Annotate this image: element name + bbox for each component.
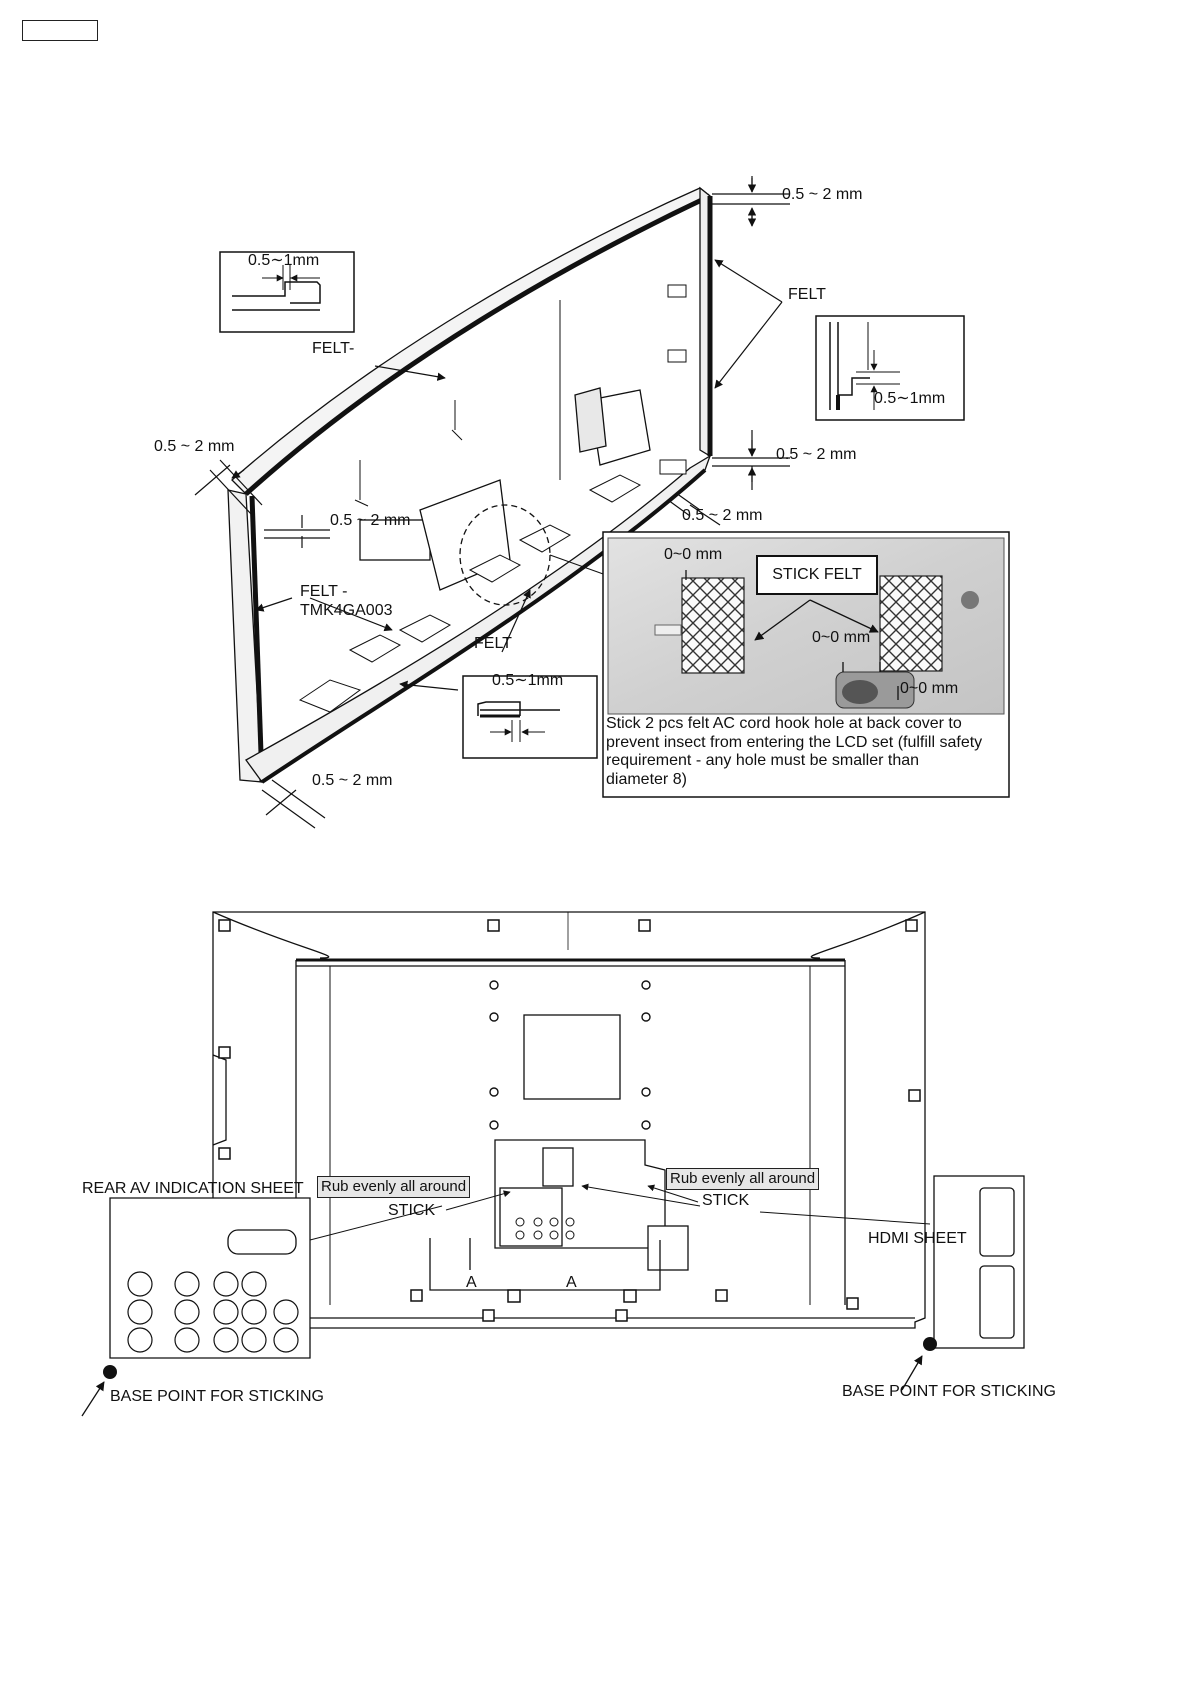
photo-gap-bottom: 0~0 mm	[900, 680, 959, 697]
rub-label-left: Rub evenly all around	[317, 1176, 471, 1198]
felt-pad-right	[879, 575, 943, 672]
rear-cover-view	[81, 911, 1025, 1417]
stick-felt-label: STICK FELT	[756, 555, 878, 595]
gap-label-right-mid: 0.5 ~ 2 mm	[776, 446, 857, 463]
page-number-box	[22, 20, 98, 41]
felt-label-right: FELT	[788, 286, 826, 303]
felt-pad-left	[681, 577, 745, 674]
felt-label-top: FELT-	[312, 340, 355, 357]
dimension-markers	[194, 176, 790, 829]
stick-label-right: STICK	[702, 1192, 750, 1209]
detail-label-bottom: 0.5∼1mm	[492, 672, 564, 689]
note-line: requirement - any hole must be smaller t…	[606, 752, 920, 769]
gap-label-left: 0.5 ~ 2 mm	[154, 438, 235, 455]
felt-label-left: FELT -	[300, 583, 348, 600]
marker-a-left: A	[466, 1274, 477, 1291]
base-point-left: BASE POINT FOR STICKING	[110, 1388, 324, 1405]
rear-av-sheet-outline	[109, 1197, 311, 1359]
photo-gap-left: 0~0 mm	[664, 546, 723, 563]
front-frame-isometric	[227, 186, 713, 784]
detail-box-bottom	[462, 675, 598, 759]
rear-av-sheet-label: REAR AV INDICATION SHEET	[82, 1180, 304, 1197]
gap-label-bottom: 0.5 ~ 2 mm	[312, 772, 393, 789]
gap-label-top-right: 0.5 ~ 2 mm	[782, 186, 863, 203]
base-point-right: BASE POINT FOR STICKING	[842, 1383, 1056, 1400]
note-line: prevent insect from entering the LCD set…	[606, 733, 983, 751]
marker-a-right: A	[566, 1274, 577, 1291]
rub-label-right: Rub evenly all around	[666, 1168, 820, 1190]
note-line: Stick 2 pcs felt AC cord hook hole at ba…	[606, 715, 962, 732]
gap-label-bottom-right: 0.5 ~ 2 mm	[682, 507, 763, 524]
felt-part-number: TMK4GA003	[300, 602, 393, 619]
photo-gap-mid: 0~0 mm	[812, 629, 871, 646]
hdmi-sheet-label: HDMI SHEET	[868, 1230, 967, 1247]
hdmi-sheet-outline	[933, 1175, 1025, 1349]
detail-label-right: 0.5∼1mm	[874, 390, 946, 407]
photo-note: Stick 2 pcs felt AC cord hook hole at ba…	[606, 715, 1002, 789]
note-line: diameter 8)	[606, 770, 687, 788]
felt-label-bottom: FELT	[474, 635, 512, 652]
stick-label-left: STICK	[388, 1202, 436, 1219]
detail-box-top-left	[219, 251, 355, 333]
gap-label-inner: 0.5 ~ 2 mm	[330, 512, 411, 529]
detail-label-top-left: 0.5∼1mm	[248, 252, 320, 269]
detail-box-right	[815, 315, 965, 421]
